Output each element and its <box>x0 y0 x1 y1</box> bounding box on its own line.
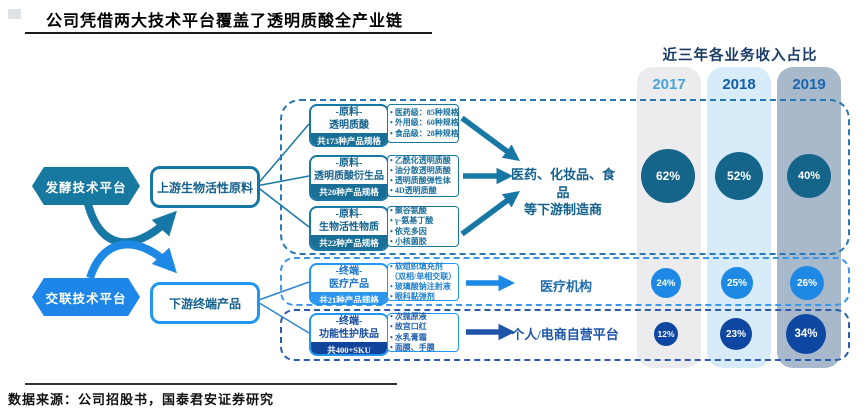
revenue-circle-2019-raw-materials: 40% <box>787 154 831 198</box>
category-box-raw-hyaluronic-acid: -原料-透明质酸 共173种产品规格 <box>309 104 389 147</box>
revenue-circle-2018-medical: 25% <box>721 267 753 299</box>
platform-fermentation: 发酵技术平台 <box>32 167 140 205</box>
category-box-bioactive-substances: -原料-生物活性物质 共22种产品规格 <box>309 206 389 251</box>
platform-crosslinking-label: 交联技术平台 <box>45 291 127 306</box>
target-label-personal-ecommerce: 个人/电商自营平台 <box>511 327 619 342</box>
stage-upstream-label: 上游生物活性原料 <box>156 180 253 195</box>
detail-box-medical-products: 软组织填充剂 （双相/单相交联） 玻璃酸钠注射液 眼科黏弹剂 <box>387 262 459 301</box>
category-banner: 共22种产品规格 <box>311 235 387 249</box>
year-label-2019: 2019 <box>792 76 826 93</box>
category-banner: 共20种产品规格 <box>311 184 387 199</box>
stage-downstream-label: 下游终端产品 <box>168 296 241 311</box>
detail-box-raw-hyaluronic-acid: 医药级：85种规格 外用级：60种规格 食品级：28种规格 <box>387 104 459 143</box>
category-box-functional-skincare: -终端-功能性护肤品 共400+SKU <box>309 313 389 356</box>
detail-box-ha-derivatives: 乙酰化透明质酸 油分散透明质酸 透明质酸弹性体 4D透明质酸 <box>387 155 459 197</box>
revenue-panel-title: 近三年各业务收入占比 <box>662 48 818 64</box>
arrow-crosslink-to-downstream <box>86 240 177 280</box>
year-column-2018 <box>707 67 771 368</box>
revenue-circle-2018-raw-materials: 52% <box>715 152 763 200</box>
detail-box-bioactive-substances: 聚谷氨酸 γ-氨基丁酸 依克多因 小核菌胶 <box>387 206 459 247</box>
year-label-2018: 2018 <box>722 76 756 93</box>
category-box-ha-derivatives: -原料-透明质酸衍生品 共20种产品规格 <box>309 155 389 201</box>
detail-box-functional-skincare: 次抛原液 故宫口红 水乳膏霜 面膜、手膜 <box>387 312 459 352</box>
category-banner: 共21种产品规格 <box>311 292 387 303</box>
page-title: 公司凭借两大技术平台覆盖了透明质酸全产业链 <box>46 13 404 30</box>
year-column-2017 <box>637 67 701 368</box>
revenue-circle-2019-skincare: 34% <box>786 314 826 354</box>
platform-crosslinking: 交联技术平台 <box>32 278 140 316</box>
revenue-circle-2017-medical: 24% <box>651 268 681 298</box>
group-frame-skincare-terminal <box>280 309 850 361</box>
category-banner: 共400+SKU <box>311 342 387 354</box>
target-label-downstream-manufacturers: 医药、化妆品、食品 等下游制造商 <box>510 167 615 218</box>
platform-fermentation-label: 发酵技术平台 <box>45 180 127 195</box>
revenue-circle-2017-raw-materials: 62% <box>641 149 695 203</box>
revenue-circle-2018-skincare: 23% <box>720 318 752 350</box>
target-label-medical-institutions: 医疗机构 <box>539 279 592 294</box>
category-box-medical-products: -终端-医疗产品 共21种产品规格 <box>309 263 389 305</box>
stage-upstream-materials: 上游生物活性原料 <box>150 166 260 208</box>
data-source-note: 数据来源：公司招股书，国泰君安证券研究 <box>8 392 275 407</box>
revenue-circle-2019-medical: 26% <box>790 266 824 300</box>
year-label-2017: 2017 <box>652 76 686 93</box>
category-banner: 共173种产品规格 <box>311 133 387 145</box>
title-bullet-marker <box>8 9 21 19</box>
title-underline <box>25 32 432 34</box>
arrow-fermentation-to-upstream <box>84 202 177 247</box>
footer-divider <box>25 383 397 385</box>
revenue-circle-2017-skincare: 12% <box>654 322 678 346</box>
stage-downstream-products: 下游终端产品 <box>150 282 260 324</box>
